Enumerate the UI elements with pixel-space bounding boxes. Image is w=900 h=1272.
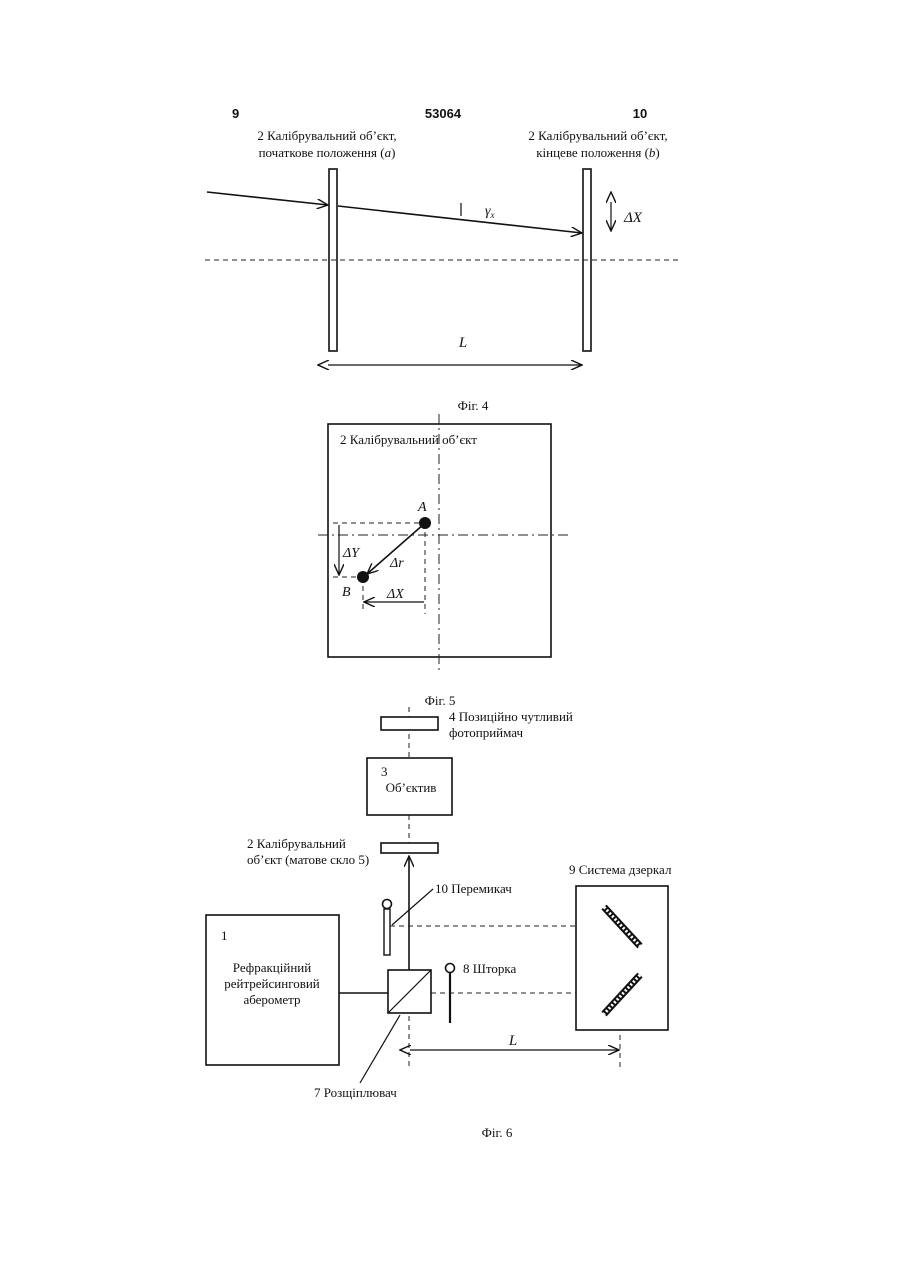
switch-pivot	[383, 900, 392, 909]
fig5-point-a	[419, 517, 431, 529]
fig4-delta-x-label: ΔX	[623, 210, 643, 226]
page-header: 9 53064 10	[232, 106, 647, 121]
fig4-caption: Фіг. 4	[458, 398, 489, 413]
patent-number: 53064	[425, 106, 462, 121]
fig4-inclined-ray	[338, 206, 582, 233]
fig6-caption: Фіг. 6	[482, 1125, 513, 1140]
switch-arm	[384, 909, 390, 955]
fig5-point-b	[357, 571, 369, 583]
mirror-system-box	[576, 886, 668, 1030]
fig5-delta-x-label: ΔX	[386, 587, 404, 602]
fig5-caption: Фіг. 5	[425, 693, 456, 708]
figure-4: 2 Калібрувальний об’єкт, початкове полож…	[205, 128, 678, 413]
fig6-aberrometer-label-line3: аберометр	[243, 992, 300, 1007]
fig5-delta-r-label: Δr	[389, 556, 404, 571]
fig5-title: 2 Калібрувальний об’єкт	[340, 432, 477, 447]
fig4-incoming-ray	[207, 192, 328, 205]
fig6-shutter-label: 8 Шторка	[463, 961, 516, 976]
fig5-point-a-label: A	[417, 500, 427, 515]
shutter-pivot	[446, 964, 455, 973]
figure-6: 4 Позиційно чутливий фотоприймач 3 Об’єк…	[206, 707, 672, 1140]
fig4-label-final-line1: 2 Калібрувальний об’єкт,	[528, 128, 667, 143]
page-number-left: 9	[232, 106, 239, 121]
fig5-delta-y-label: ΔY	[342, 546, 361, 561]
fig4-gamma-label: γx	[485, 204, 495, 220]
fig6-aberrometer-label-line1: Рефракційний	[233, 960, 311, 975]
fig6-aberrometer-number: 1	[221, 928, 228, 943]
figure-5: 2 Калібрувальний об’єкт A B ΔY Δr ΔX Фіг…	[318, 414, 568, 708]
fig6-switch-label: 10 Перемикач	[435, 881, 512, 896]
fig6-splitter-label: 7 Розщіплювач	[314, 1085, 397, 1100]
fig4-label-initial-line1: 2 Калібрувальний об’єкт,	[257, 128, 396, 143]
fig6-splitter-leader	[360, 1015, 400, 1083]
fig6-detector-label-line2: фотоприймач	[449, 725, 524, 740]
fig6-lens-number: 3	[381, 764, 388, 779]
fig6-aberrometer-label-line2: рейтрейсинговий	[224, 976, 320, 991]
fig6-calibration-label-line2: об’єкт (матове скло 5)	[247, 852, 369, 867]
fig6-calibration-label-line1: 2 Калібрувальний	[247, 836, 346, 851]
fig6-switch-leader	[392, 889, 433, 925]
fig5-point-b-label: B	[342, 585, 351, 600]
fig4-label-final-line2: кінцеве положення (b)	[536, 145, 660, 160]
fig6-lens-label: Об’єктив	[386, 780, 437, 795]
fig6-distance-label: L	[508, 1033, 517, 1049]
fig6-detector-label-line1: 4 Позиційно чутливий	[449, 709, 573, 724]
page-number-right: 10	[633, 106, 647, 121]
fig6-mirror-system-label: 9 Система дзеркал	[569, 862, 672, 877]
fig4-label-initial-line2: початкове положення (a)	[259, 145, 396, 160]
fig6-calibration-object	[381, 843, 438, 853]
position-sensitive-photodetector	[381, 717, 438, 730]
fig4-distance-label: L	[458, 335, 467, 351]
